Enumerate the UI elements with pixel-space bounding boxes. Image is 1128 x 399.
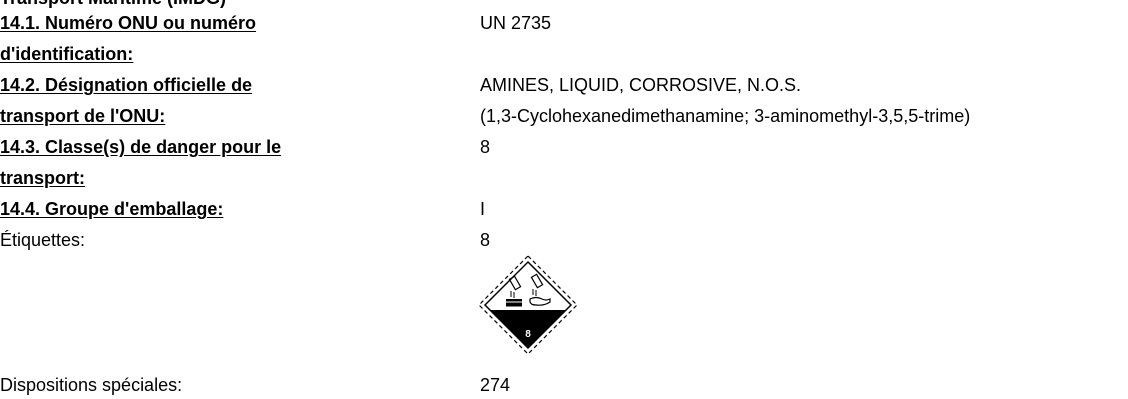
label-14-2-line1: 14.2. Désignation officielle de: [0, 75, 253, 95]
label-etiquettes: Étiquettes:: [0, 230, 86, 250]
label-14-1-line1: 14.1. Numéro ONU ou numéro: [0, 13, 257, 33]
value-packing-group: I: [480, 199, 486, 219]
label-14-3-line1: 14.3. Classe(s) de danger pour le: [0, 137, 282, 157]
label-14-2-line2: transport de l'ONU:: [0, 106, 166, 126]
label-dispositions-speciales: Dispositions spéciales:: [0, 375, 183, 395]
label-14-3-line2: transport:: [0, 168, 85, 188]
corrosive-hazard-diamond-icon: 8: [478, 255, 578, 355]
label-14-4: 14.4. Groupe d'emballage:: [0, 199, 224, 219]
value-dispositions-speciales: 274: [480, 375, 511, 395]
value-hazard-class: 8: [480, 137, 491, 157]
section-header-partial: Transport Maritime (IMDG): [0, 0, 226, 8]
label-14-1-line2: d'identification:: [0, 44, 134, 64]
value-etiquettes: 8: [480, 230, 491, 250]
value-un-number: UN 2735: [480, 13, 552, 33]
value-shipping-name-line1: AMINES, LIQUID, CORROSIVE, N.O.S.: [480, 75, 802, 95]
diamond-black-half: [490, 310, 566, 348]
pictogram-class-number: 8: [525, 329, 531, 340]
value-shipping-name-line2: (1,3-Cyclohexanedimethanamine; 3-aminome…: [480, 106, 971, 126]
corrosive-symbol-icon: [506, 273, 551, 307]
